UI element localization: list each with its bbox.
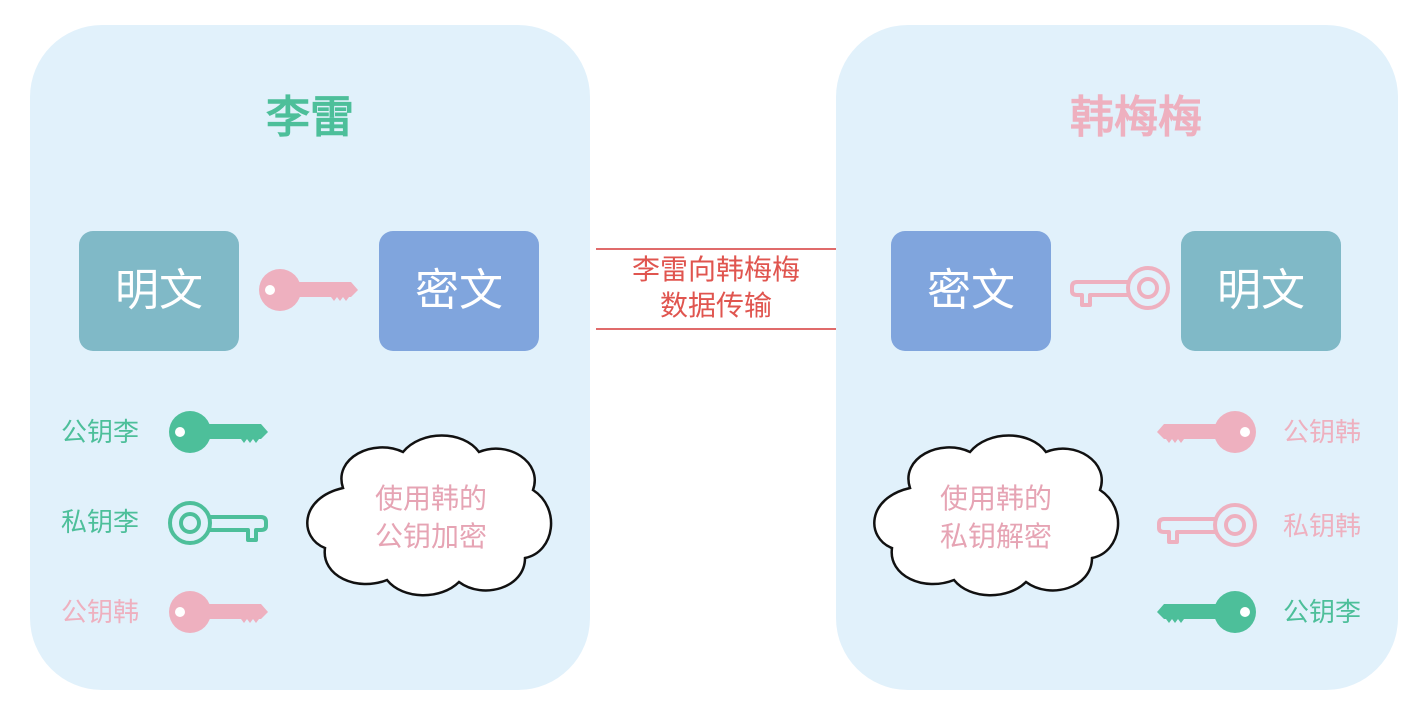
right-cloud-line-1: 使用韩的 [939, 482, 1052, 515]
han-meimei-title: 韩梅梅 [1070, 92, 1202, 143]
left-ciphertext-box: 密文 [379, 231, 539, 351]
left-key-label-1: 公钥李 [61, 418, 140, 448]
left-plaintext-box: 明文 [79, 231, 239, 351]
left-cloud-line-1: 使用韩的 [374, 482, 487, 515]
left-cloud-shape [306, 434, 553, 597]
right-key-label-1: 公钥韩 [1283, 418, 1362, 448]
right-key-label-3: 公钥李 [1283, 598, 1362, 628]
transfer-line-top [596, 248, 836, 250]
decrypt-key-icon [1070, 266, 1170, 310]
right-cloud-shape [873, 434, 1120, 597]
transfer-line-1: 李雷向韩梅梅 [631, 253, 800, 286]
right-cloud-line-2: 私钥解密 [939, 520, 1052, 553]
encrypt-key-icon [259, 269, 358, 311]
left-key-label-3: 公钥韩 [61, 598, 140, 628]
key-solid-pink-icon [1157, 411, 1256, 453]
right-ciphertext-box: 密文 [891, 231, 1051, 351]
transfer-line-2: 数据传输 [659, 289, 772, 322]
key-solid-green-icon [169, 411, 268, 453]
key-solid-pink-icon [169, 591, 268, 633]
key-solid-green-icon [1157, 591, 1256, 633]
li-lei-title: 李雷 [266, 92, 354, 143]
right-plaintext-box: 明文 [1181, 231, 1341, 351]
key-outline-pink-icon [1157, 503, 1257, 547]
key-outline-green-icon [168, 501, 268, 545]
left-key-label-2: 私钥李 [61, 508, 140, 538]
transfer-label: 李雷向韩梅梅 数据传输 [596, 252, 836, 324]
left-cloud-line-2: 公钥加密 [374, 520, 487, 553]
transfer-line-bottom [596, 328, 836, 330]
right-key-label-2: 私钥韩 [1283, 512, 1362, 542]
